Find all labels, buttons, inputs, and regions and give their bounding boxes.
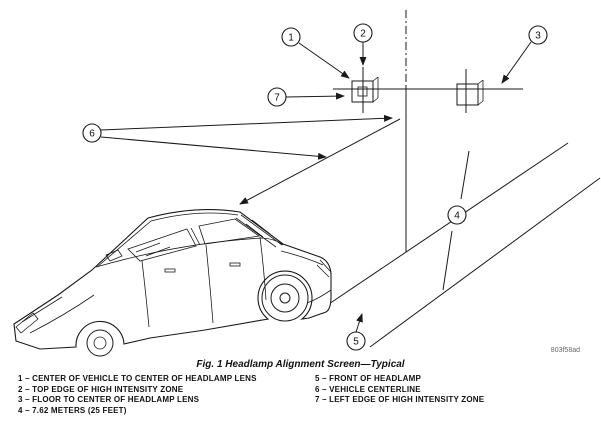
callout-3-number: 3 — [535, 31, 541, 42]
legend-item-6: 6 – VEHICLE CENTERLINE — [315, 384, 421, 394]
legend-column-1: 1 – CENTER OF VEHICLE TO CENTER OF HEADL… — [18, 374, 315, 416]
figure-caption: Fig. 1 Headlamp Alignment Screen—Typical — [196, 359, 405, 370]
legend-item-3: 3 – FLOOR TO CENTER OF HEADLAMP LENS — [18, 395, 200, 404]
callout-6: 6 — [82, 123, 102, 143]
callout-7: 7 — [267, 87, 287, 107]
car-drawing — [13, 209, 332, 357]
floor-line-front — [369, 177, 601, 348]
arrow-5 — [355, 313, 363, 333]
arrow-6b — [100, 136, 327, 160]
callout-4-number: 4 — [454, 211, 460, 222]
screen-markers — [333, 67, 523, 113]
left-headlamp-marker — [351, 67, 379, 113]
legend-item-2: 2 – TOP EDGE OF HIGH INTENSITY ZONE — [18, 384, 184, 394]
callout-4: 4 — [447, 205, 467, 225]
arrow-1 — [298, 42, 350, 79]
legend-item-4: 4 – 7.62 METERS (25 FEET) — [18, 405, 127, 415]
car-body-details — [15, 236, 332, 334]
figure-code: 803f58ad — [551, 347, 580, 354]
arrow-6a — [100, 114, 393, 131]
car-body-outline — [13, 209, 332, 350]
callout-6-number: 6 — [89, 129, 95, 140]
legend-item-5: 5 – FRONT OF HEADLAMP — [315, 374, 421, 383]
right-headlamp-marker — [456, 69, 484, 113]
centerline-to-car-arrow — [239, 118, 401, 205]
callout-2: 2 — [353, 23, 373, 43]
floor-lines — [319, 142, 601, 348]
dimension-line-lower — [442, 230, 453, 291]
callout-5-number: 5 — [353, 337, 359, 348]
callout-1: 1 — [281, 27, 301, 47]
callout-1-number: 1 — [288, 33, 294, 44]
callout-arrows — [100, 41, 532, 333]
dimension-line-upper — [460, 150, 470, 200]
legend-column-2: 5 – FRONT OF HEADLAMP 6 – VEHICLE CENTER… — [315, 374, 601, 416]
alignment-diagram-svg: 1 2 3 7 6 4 5 — [13, 10, 601, 357]
callout-3: 3 — [528, 25, 548, 45]
arrow-3 — [501, 41, 532, 84]
callout-2-number: 2 — [360, 29, 366, 40]
arrow-7 — [285, 92, 345, 100]
front-wheel — [86, 329, 114, 357]
rear-wheel — [261, 274, 309, 322]
callout-5: 5 — [346, 331, 366, 351]
legend-item-1: 1 – CENTER OF VEHICLE TO CENTER OF HEADL… — [18, 374, 257, 383]
legend-item-7: 7 – LEFT EDGE OF HIGH INTENSITY ZONE — [315, 395, 485, 404]
callout-7-number: 7 — [274, 93, 280, 104]
floor-line-rear — [319, 142, 569, 311]
figure-legend: 1 – CENTER OF VEHICLE TO CENTER OF HEADL… — [0, 371, 601, 416]
figure-diagram: 1 2 3 7 6 4 5 — [13, 10, 601, 357]
